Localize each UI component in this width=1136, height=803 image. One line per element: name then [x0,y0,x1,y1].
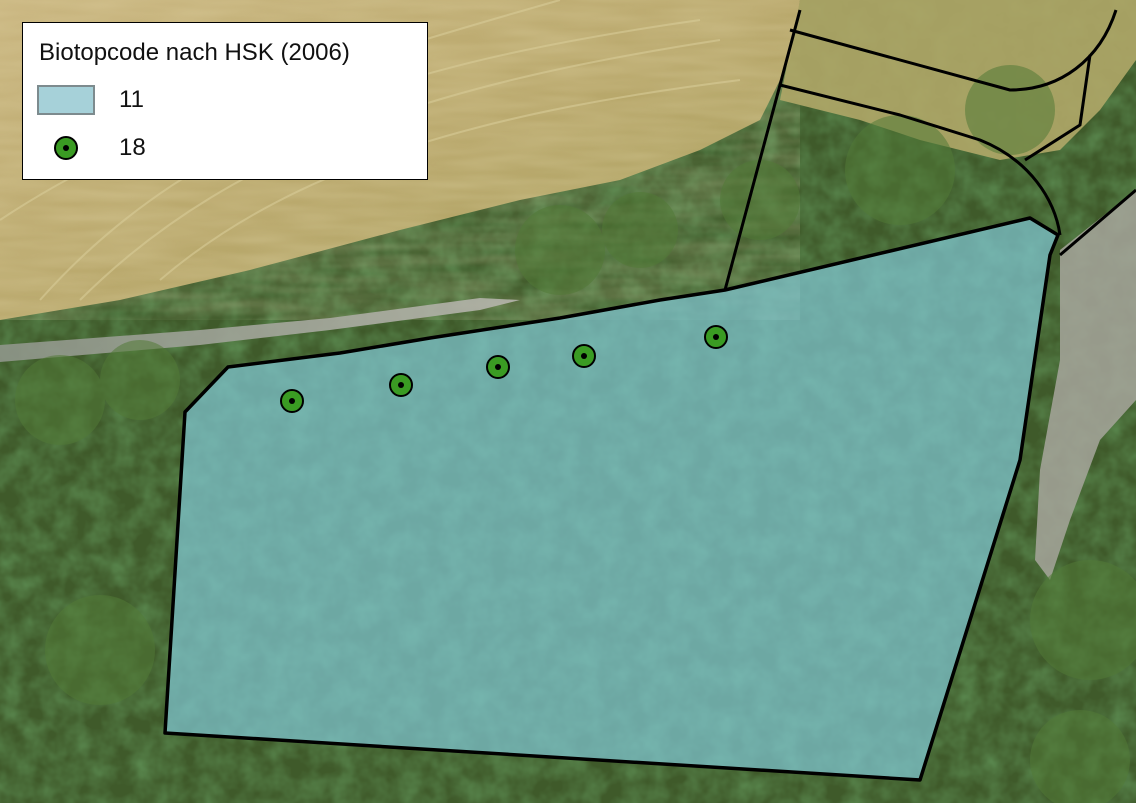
biotope-polygon-11[interactable] [163,216,1060,782]
polygon-swatch-icon [37,85,95,115]
point-marker-icon[interactable] [704,325,728,349]
point-features-18 [280,325,728,413]
legend-label-11: 11 [119,86,144,113]
tree-canopy [15,65,1136,803]
legend-title: Biotopcode nach HSK (2006) [39,39,350,66]
legend-label-18: 18 [119,134,146,161]
point-marker-icon[interactable] [280,389,304,413]
legend-item-point: 18 [37,133,146,163]
point-marker-icon[interactable] [389,373,413,397]
map-legend: Biotopcode nach HSK (2006) 11 18 [22,22,428,180]
parcel-boundaries [723,9,1136,291]
point-marker-icon [37,133,95,163]
road-right [1035,190,1136,580]
point-marker-icon[interactable] [486,355,510,379]
point-marker-icon[interactable] [572,344,596,368]
legend-item-polygon: 11 [37,85,144,115]
